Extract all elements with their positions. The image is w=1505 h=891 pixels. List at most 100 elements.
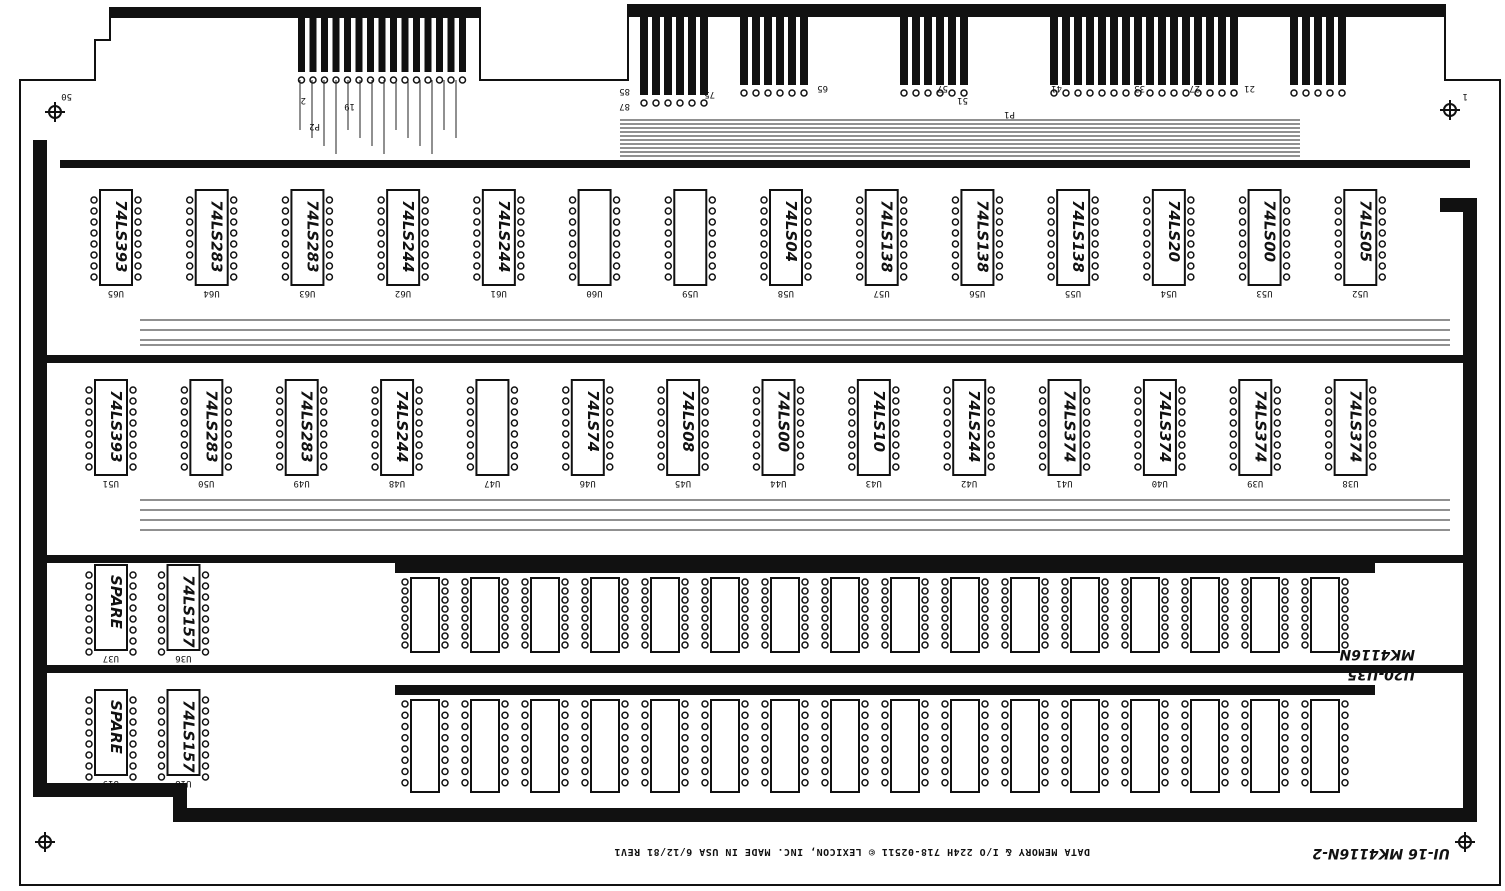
chip-ref-label: U59 [682,288,698,298]
ram-chip [1301,699,1349,793]
pad [921,641,929,649]
pad [319,419,328,427]
pad [821,756,829,764]
pad [1134,441,1142,449]
pad [621,779,629,787]
pad [180,419,189,427]
pad [229,240,238,248]
pad [581,587,589,595]
ram-outline [830,699,860,793]
pad [461,623,469,631]
pad [1221,614,1229,622]
chip-part-label: 74LS393 [107,390,125,463]
ram-part-label: MK4116N [1339,646,1415,662]
pad [129,615,137,623]
pad [441,745,449,753]
ram-outline [710,699,740,793]
via [1182,89,1190,97]
pad [1281,767,1289,776]
pad [85,707,93,715]
pad [371,441,379,449]
pad [741,578,749,586]
ram-outline [1250,577,1280,653]
ram-outline [530,699,560,793]
pad [275,463,284,471]
pad [510,397,519,405]
pad [708,218,717,226]
ram-chip [1001,699,1049,793]
pad [1134,463,1142,471]
pad [90,262,98,270]
pad [1041,587,1049,595]
pad [501,767,509,776]
ram-bus [395,563,1375,573]
pad [134,196,142,204]
pad [521,587,529,595]
pad [606,408,614,416]
pad [951,196,960,204]
connector-finger [800,17,808,85]
pad [521,605,529,613]
pad [1082,441,1091,449]
pad [501,722,509,731]
pad [129,386,137,394]
pad [881,641,889,649]
pad [1134,397,1142,405]
chip-part-label: 74LS138 [878,200,896,273]
pad [981,756,989,764]
pad [501,641,509,649]
pad [1041,734,1049,742]
pad [129,626,137,634]
connector-pin-label: 51 [957,95,968,105]
pad [1341,614,1349,622]
pad [981,734,989,742]
pad [981,623,989,631]
pad [319,463,328,471]
pad [1368,430,1377,438]
pad [855,229,864,237]
pad [466,441,475,449]
chip-outline [666,379,701,476]
pad [981,779,989,787]
pad [708,207,717,215]
pad [1273,408,1282,416]
ram-chip [581,699,629,793]
chip: U47 [466,379,519,488]
pad [855,196,864,204]
connector-finger [355,18,363,72]
via [1074,89,1082,97]
chip-ref-label: U38 [1342,478,1358,488]
pad [461,745,469,753]
pad [441,711,449,719]
pad [855,240,864,248]
pad [951,218,960,226]
pad [371,463,379,471]
pad [741,779,749,787]
pad [1238,196,1247,204]
connector-finger [344,18,351,72]
pad [157,648,166,656]
connector-finger [776,17,784,85]
pad [1134,408,1142,416]
pad [581,734,589,742]
pad [1121,578,1129,586]
pad [1178,463,1186,471]
chip-outline [1056,189,1091,286]
pad [441,722,449,731]
pad [319,452,328,460]
connector-finger [948,17,956,85]
pad [1229,441,1238,449]
pad [581,641,589,649]
chip-part-label: 74LS00 [1261,200,1279,262]
pad [1282,207,1291,215]
pad [899,229,908,237]
pad [848,386,856,394]
via [1302,89,1310,97]
pad [941,632,949,640]
pad [881,756,889,764]
connector-pin-label: 27 [1189,83,1200,93]
